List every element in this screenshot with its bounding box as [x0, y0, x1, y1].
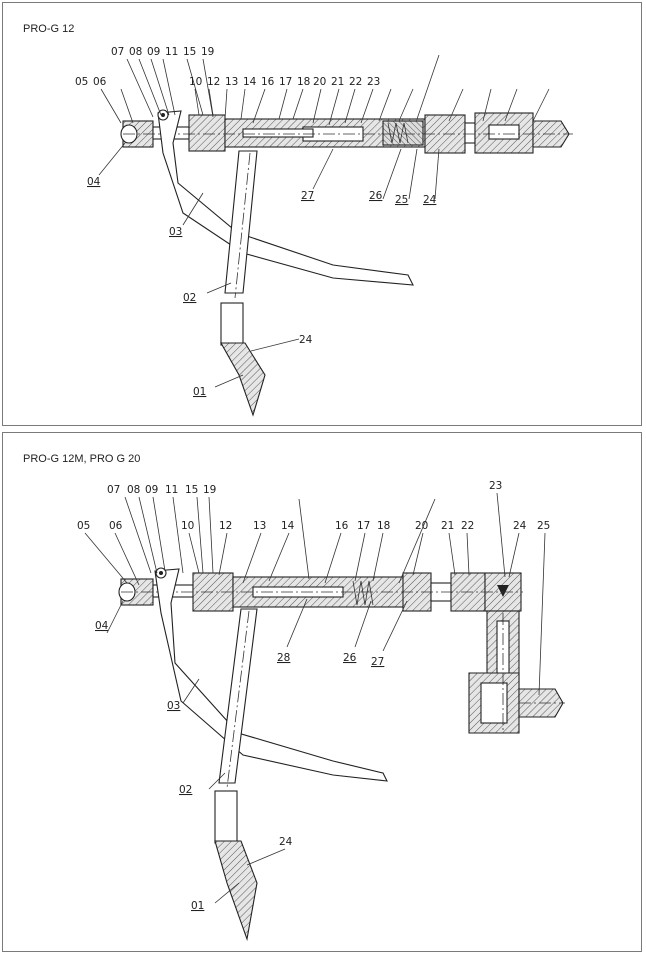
part-label-11: 11 [165, 46, 178, 58]
part-label-24-body: 24 [423, 194, 437, 206]
part-label-10: 10 [181, 520, 194, 532]
panel-title: PRO-G 12 [23, 23, 75, 35]
part-label-10: 10 [189, 76, 202, 88]
part-label-21: 21 [441, 520, 454, 532]
part-label-01: 01 [193, 386, 206, 398]
part-label-24-body: 24 [513, 520, 527, 532]
trigger-lever [157, 109, 414, 286]
part-label-20: 20 [313, 76, 326, 88]
part-label-02: 02 [179, 784, 192, 796]
part-label-22: 22 [461, 520, 474, 532]
gun-cross-section-drawing: 07 08 09 11 15 19 05 06 10 12 13 14 16 1… [77, 480, 565, 942]
part-label-11: 11 [165, 484, 178, 496]
part-label-25: 25 [395, 194, 408, 206]
gun-body [118, 572, 523, 612]
part-label-21: 21 [331, 76, 344, 88]
part-label-19: 19 [201, 46, 214, 58]
part-label-13: 13 [253, 520, 266, 532]
part-label-15: 15 [185, 484, 198, 496]
part-label-03: 03 [169, 226, 182, 238]
part-label-23: 23 [489, 480, 502, 492]
part-label-03: 03 [167, 700, 180, 712]
part-label-19: 19 [203, 484, 216, 496]
part-label-15: 15 [183, 46, 196, 58]
part-label-26: 26 [369, 190, 383, 202]
part-label-07: 07 [107, 484, 120, 496]
part-label-27: 27 [371, 656, 384, 668]
part-label-08: 08 [129, 46, 142, 58]
part-label-08: 08 [127, 484, 140, 496]
nozzle-tube [214, 608, 258, 942]
part-label-27: 27 [301, 190, 314, 202]
part-label-04: 04 [95, 620, 109, 632]
part-label-14: 14 [281, 520, 295, 532]
part-label-25: 25 [537, 520, 550, 532]
part-label-07: 07 [111, 46, 124, 58]
part-label-16: 16 [335, 520, 349, 532]
panel-title: PRO-G 12M, PRO G 20 [23, 453, 141, 465]
leader-lines [84, 492, 546, 904]
part-label-12: 12 [207, 76, 220, 88]
leader-lines [98, 54, 550, 388]
elbow-fitting [468, 610, 565, 734]
part-label-24-tip: 24 [279, 836, 293, 848]
part-label-26: 26 [343, 652, 357, 664]
trigger-lever [154, 567, 388, 782]
part-label-05: 05 [77, 520, 90, 532]
part-label-09: 09 [147, 46, 160, 58]
part-label-28: 28 [277, 652, 290, 664]
diagram-panel-pro-g-12: PRO-G 12 [2, 2, 642, 426]
part-label-22: 22 [349, 76, 362, 88]
part-label-04: 04 [87, 176, 101, 188]
part-label-12: 12 [219, 520, 232, 532]
diagram-panel-pro-g-12m-20: PRO-G 12M, PRO G 20 [2, 432, 642, 952]
part-label-20: 20 [415, 520, 428, 532]
part-label-06: 06 [93, 76, 107, 88]
part-label-24-tip: 24 [299, 334, 313, 346]
part-label-18: 18 [377, 520, 390, 532]
gun-cross-section-drawing: 07 08 09 11 15 19 05 06 10 12 13 14 16 1… [75, 46, 573, 417]
part-label-18: 18 [297, 76, 310, 88]
part-label-17: 17 [279, 76, 292, 88]
part-label-14: 14 [243, 76, 257, 88]
part-label-02: 02 [183, 292, 196, 304]
part-label-13: 13 [225, 76, 238, 88]
part-label-16: 16 [261, 76, 275, 88]
gun-body [120, 112, 573, 154]
nozzle-tube [220, 150, 266, 417]
part-label-05: 05 [75, 76, 88, 88]
part-label-23: 23 [367, 76, 380, 88]
part-label-01: 01 [191, 900, 204, 912]
part-label-06: 06 [109, 520, 123, 532]
part-label-09: 09 [145, 484, 158, 496]
part-label-17: 17 [357, 520, 370, 532]
